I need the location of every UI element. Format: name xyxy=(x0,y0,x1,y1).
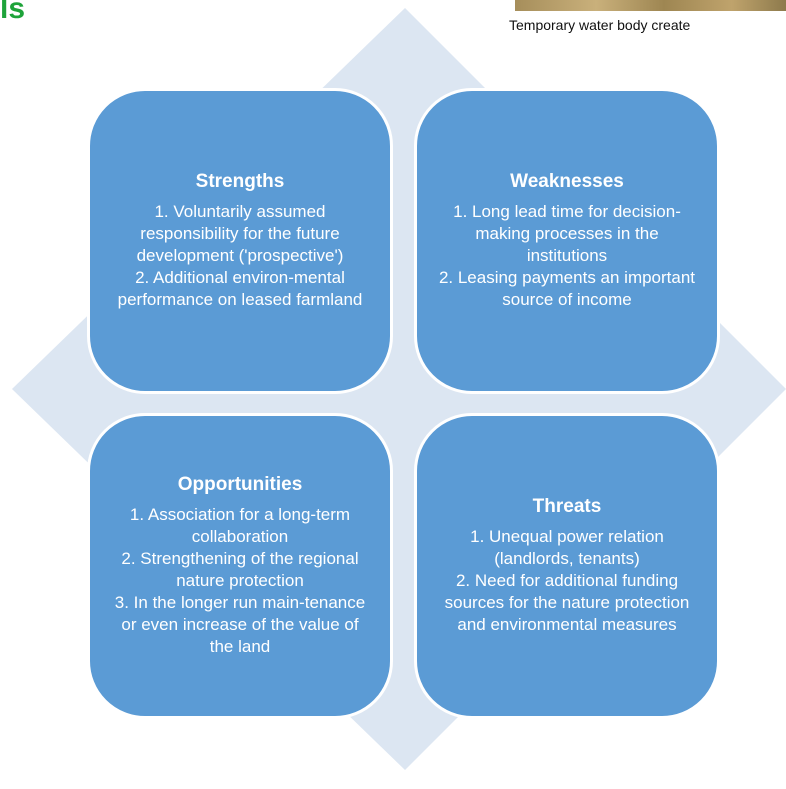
threats-title: Threats xyxy=(532,496,602,517)
weaknesses-text: 1. Long lead time for decision-making pr… xyxy=(438,202,696,309)
weaknesses-box: Weaknesses 1. Long lead time for decisio… xyxy=(414,88,720,394)
section-heading-fragment: ls xyxy=(0,0,26,25)
threats-text: 1. Unequal power relation (landlords, te… xyxy=(444,527,690,634)
photo-caption: Temporary water body create xyxy=(509,17,691,33)
opportunities-title: Opportunities xyxy=(177,474,303,495)
strengths-text: 1. Voluntarily assumed responsibility fo… xyxy=(117,202,363,309)
opportunities-text: 1. Association for a long-term collabora… xyxy=(114,505,366,656)
strengths-title: Strengths xyxy=(195,171,285,192)
weaknesses-title: Weaknesses xyxy=(510,171,624,192)
photo-image xyxy=(515,0,786,11)
strengths-box: Strengths 1. Voluntarily assumed respons… xyxy=(87,88,393,394)
opportunities-box: Opportunities 1. Association for a long-… xyxy=(87,413,393,719)
threats-box: Threats 1. Unequal power relation (landl… xyxy=(414,413,720,719)
